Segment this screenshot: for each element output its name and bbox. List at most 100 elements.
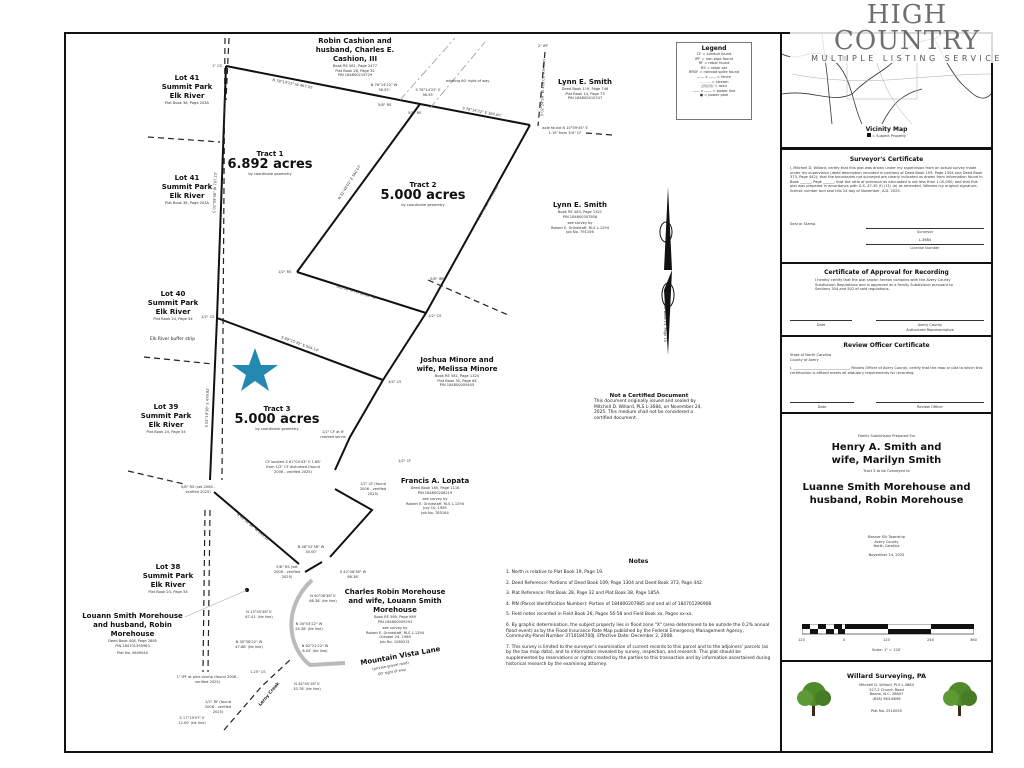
ref: see survey by — [567, 221, 593, 226]
corner-label: 5/8" RS — [378, 103, 392, 107]
state: North Carolina — [873, 544, 900, 549]
county: Avery County — [874, 539, 899, 544]
corner-label: 1/2" CF — [398, 459, 412, 463]
county: County of Avery — [790, 357, 819, 362]
lot-river: Elk River — [150, 581, 186, 589]
tract-note: by coordinate geometry — [248, 172, 292, 176]
lot-river: Elk River — [169, 92, 205, 100]
lot-name: Lot 38 — [155, 563, 181, 571]
ref: PIN 184800307858 — [562, 214, 598, 219]
tract-3-southeast-line — [329, 488, 374, 558]
scale-tick: 240 — [927, 638, 934, 642]
vicinity-key: = Subject Property — [872, 134, 907, 138]
tract-acres: 6.892 acres — [227, 157, 313, 172]
cert-title: Surveyor's Certificate — [849, 156, 924, 163]
license-label: License Number — [910, 246, 940, 250]
plat-number: Plat No. 2510055 — [870, 709, 903, 714]
corner-label: 5/8" RS (set 2006 - verified 2025) — [180, 485, 216, 494]
logo-title: HIGH COUNTRY — [833, 0, 981, 56]
notes-title: Notes — [628, 558, 649, 565]
grantee-name: Luanne Smith Morehouse and husband, Robi… — [802, 482, 971, 507]
tract-note: by coordinate geometry — [401, 203, 445, 207]
owner-name: Charles Robin Morehouse and wife, Louann… — [344, 588, 446, 614]
cert-text: I hereby certify that the plat shown her… — [815, 278, 953, 292]
prepared-for-label: Family Subdivision Prepared For — [857, 434, 916, 438]
scale-label: Scale: 1" = 120' — [871, 648, 902, 652]
ref: Book RE 589, Page 989 — [374, 615, 416, 619]
corner-label: 5/8" RS — [408, 111, 422, 115]
ref: see survey by — [382, 626, 408, 631]
ref: see survey by — [422, 497, 448, 502]
township: Banner Elk Township — [868, 535, 905, 540]
corner-label: 5/8" RS (set 2006 - verified 2025) — [273, 565, 301, 579]
owner-lopata: Francis A. Lopata Deed Book 165, Page 11… — [400, 477, 470, 516]
corner-label: 1/2" CS — [201, 315, 215, 319]
bearing-label: N 30°58'22" W 47.68' (tie line) — [235, 640, 263, 649]
ref: Robert E. Grindstaff, RLS L-1294 — [366, 630, 424, 635]
lot-river: Elk River — [169, 192, 205, 200]
logo-subtitle: MULTIPLE LISTING SERVICE — [811, 54, 1003, 63]
scale-tick: 0 — [843, 638, 846, 642]
corner-label: 1/2" RS — [278, 270, 292, 274]
mls-logo: HIGH COUNTRY MULTIPLE LISTING SERVICE — [790, 2, 1024, 63]
buffer-strip-label: Elk River buffer strip — [150, 337, 196, 342]
ref: Job No. 791106 — [566, 230, 594, 235]
plat-frame — [64, 32, 784, 753]
ref: Deed Book 119, Page 746 — [561, 87, 609, 91]
firm-line: 527-2 Church Road — [869, 687, 904, 692]
lot-ref: Plat Book 38, Page 203A — [164, 201, 210, 205]
not-certified-notice: Not a Certified Document This document o… — [594, 393, 704, 421]
corner-label: 1/2" CF (found 2006 - verified 2025) — [359, 482, 387, 496]
tract-note: by coordinate geometry — [255, 427, 299, 431]
lot-name: Lot 41 — [174, 174, 200, 182]
tract-2-south-line — [296, 271, 427, 314]
ref: Deed Book 165, Page 1116 — [410, 486, 460, 490]
ref: Robert E. Grindstaff, RLS L-1294 — [406, 501, 464, 506]
ref: Book RE 581, Page 1324 — [434, 374, 480, 378]
owner-name: Lynn E. Smith — [558, 78, 612, 86]
ref: Book RE 483, Page 1321 — [557, 210, 603, 214]
lot-name: Lot 39 — [153, 403, 179, 411]
tract-divider-1-2 — [296, 103, 421, 273]
plat-date: November 24, 2025 — [868, 552, 905, 557]
note-item: 7. This survey is limited to the surveyo… — [506, 644, 771, 667]
ref: Plat Book 28, Page 32 — [335, 68, 375, 73]
corner-label: axle found N 10°59'45" E 1.19' from 3/4"… — [542, 126, 588, 135]
tract-acres: 5.000 acres — [234, 412, 320, 427]
owner-minore: Joshua Minore and wife, Melissa Minore B… — [412, 356, 502, 388]
bearing-label: N 04°03'22" W 24.38' (tie line) — [295, 622, 323, 631]
license-number: L-3684 — [918, 238, 932, 242]
corner-label: 3/4" CS — [388, 380, 402, 384]
bearing-label: N 78°14'22" W 36.55' — [370, 83, 398, 92]
tree-icon — [943, 682, 977, 716]
north-arrow-icon — [659, 187, 675, 355]
ref: Plat Book 30, Page 64 — [437, 378, 477, 383]
note-item: 6. By graphic determination, the subject… — [506, 622, 770, 640]
lot-ref: Plat Book 24, Page 54 — [153, 317, 193, 321]
cert-text: I, Mitchell D. Willard, certify that thi… — [790, 166, 983, 193]
ref: Job No. 1089231 — [380, 639, 410, 644]
subject-square-icon — [866, 133, 871, 137]
corner-label: 1" IPF at pine stump (found 2006 - verif… — [176, 675, 239, 684]
lot-sub: Summit Park — [140, 412, 192, 420]
bearing-label: S 78°14'22" E 36.55' — [415, 88, 441, 97]
notes-section: Notes 1. North is relative to Plat Book … — [506, 558, 771, 667]
ref: Robert E. Grindstaff, RLS L-1294 — [551, 225, 609, 230]
legend-item: RRSF = railroad spike found — [688, 70, 740, 75]
bearing-label: S 42°06'38" W 66.38' — [339, 570, 367, 579]
cert-title: Review Officer Certificate — [843, 342, 930, 349]
tract-name: Tract 1 — [256, 150, 284, 158]
owner-name: Joshua Minore and wife, Melissa Minore — [416, 356, 498, 373]
firm-line: Mitchell D. Willard, PLS L-3684 — [859, 683, 914, 687]
rep-label: Avery County — [917, 323, 943, 327]
legend-title: Legend — [701, 45, 727, 52]
review-officer-certificate: Review Officer Certificate State of Nort… — [780, 335, 993, 414]
cert-text: I, _______________________________, Revi… — [790, 366, 983, 375]
firm-name: Willard Surveying, PA — [846, 672, 927, 680]
ref: PIN 184800219729 — [337, 73, 373, 78]
note-item: 4. PIN (Parcel Identification Number): P… — [506, 601, 713, 607]
